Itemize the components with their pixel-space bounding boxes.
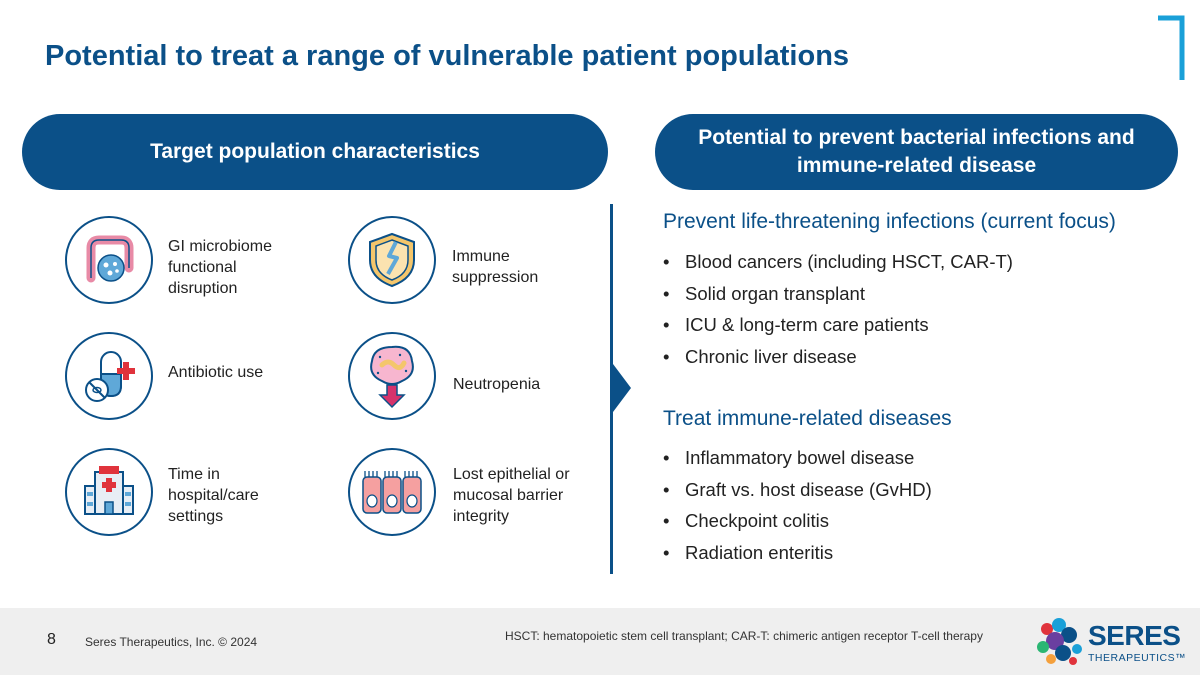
right-arrow-icon: [613, 364, 631, 412]
list-item: Graft vs. host disease (GvHD): [663, 478, 932, 510]
footer-bar: [0, 608, 1200, 675]
list-item: ICU & long-term care patients: [663, 313, 1013, 345]
left-header-pill: Target population characteristics: [22, 114, 608, 190]
pill-no-bacteria-icon: [65, 332, 153, 420]
item-label-immune: Immune suppression: [452, 248, 539, 286]
page-number: 8: [47, 631, 56, 648]
page-title: Potential to treat a range of vulnerable…: [45, 40, 850, 72]
item-label-hospital: Time in hospital/care settings: [168, 466, 259, 525]
list-item: Checkpoint colitis: [663, 509, 932, 541]
logo-subtitle: THERAPEUTICS™: [1088, 652, 1187, 664]
list-item: Inflammatory bowel disease: [663, 446, 932, 478]
logo-wordmark: SERES: [1088, 620, 1181, 651]
neutrophil-down-arrow-icon: [348, 332, 436, 420]
list-item: Chronic liver disease: [663, 345, 1013, 377]
section-heading-immune: Treat immune-related diseases: [663, 407, 952, 430]
intestine-microbe-icon: [65, 216, 153, 304]
copyright-text: Seres Therapeutics, Inc. © 2024: [85, 635, 258, 649]
footnote-text: HSCT: hematopoietic stem cell transplant…: [505, 629, 983, 643]
right-header-text: Potential to prevent bacterial infection…: [698, 126, 1135, 177]
broken-shield-icon: [348, 216, 436, 304]
item-label-gi: GI microbiome functional disruption: [168, 238, 273, 297]
corner-bracket-decoration: [1158, 15, 1185, 80]
item-label-neutropenia: Neutropenia: [453, 376, 541, 393]
bullet-list-infections: Blood cancers (including HSCT, CAR-T) So…: [663, 250, 1013, 376]
left-header-text: Target population characteristics: [150, 140, 480, 163]
item-label-epithelial: Lost epithelial or mucosal barrier integ…: [453, 466, 570, 525]
epithelial-cells-icon: [348, 448, 436, 536]
item-label-antibiotic: Antibiotic use: [168, 364, 264, 381]
list-item: Blood cancers (including HSCT, CAR-T): [663, 250, 1013, 282]
vertical-divider: [610, 204, 613, 574]
list-item: Solid organ transplant: [663, 282, 1013, 314]
right-header-pill: Potential to prevent bacterial infection…: [655, 114, 1178, 190]
section-heading-infections: Prevent life-threatening infections (cur…: [663, 210, 1116, 233]
hospital-icon: [65, 448, 153, 536]
bullet-list-immune: Inflammatory bowel disease Graft vs. hos…: [663, 446, 932, 572]
seres-logo-icon: [1037, 618, 1082, 665]
list-item: Radiation enteritis: [663, 541, 932, 573]
